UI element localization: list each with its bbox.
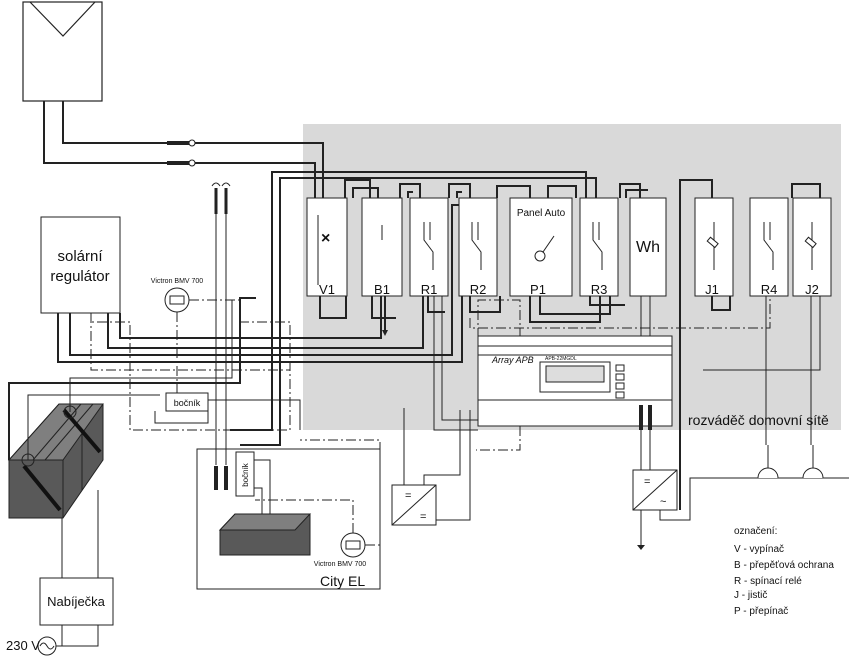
module-wh-label: Wh — [636, 239, 660, 256]
shunt-label: bočník — [174, 398, 201, 408]
module-v1-label: V1 — [319, 282, 335, 297]
inverter-fuses — [639, 405, 652, 430]
socket-outlet-2 — [802, 467, 824, 479]
mc4-connector — [167, 139, 196, 167]
legend-item-p: P - přepínač — [734, 606, 788, 617]
legend-item-v: V - vypínač — [734, 544, 784, 555]
solar-panel — [22, 1, 103, 102]
victron-meter-2 — [340, 532, 366, 558]
city-el-fuses — [214, 466, 228, 490]
panel-auto-label: Panel Auto — [517, 208, 566, 219]
module-wh — [629, 197, 667, 297]
module-p1 — [509, 197, 573, 297]
charger-label: Nabíječka — [47, 594, 106, 609]
module-r3-label: R3 — [591, 282, 608, 297]
inverter-out: ~ — [660, 496, 666, 508]
legend: označení: V - vypínač B - přepěťová ochr… — [734, 526, 834, 617]
mains-label: 230 V — [6, 638, 40, 653]
plc-model: APB-22MGDL — [545, 356, 577, 362]
module-j1-label: J1 — [705, 282, 719, 297]
module-v1-symbol: × — [321, 230, 330, 247]
charger — [39, 577, 114, 626]
module-r2-label: R2 — [470, 282, 487, 297]
cable-connectors — [211, 182, 231, 214]
dc-dc-out: = — [420, 511, 426, 523]
solar-regulator — [40, 216, 121, 314]
module-r2 — [458, 197, 498, 297]
city-el-battery — [218, 513, 312, 556]
solar-regulator-label-2: regulátor — [50, 268, 109, 285]
board-label: rozváděč domovní sítě — [688, 412, 829, 428]
legend-item-j: J - jistič — [734, 590, 767, 601]
shunt-2-label: bočník — [241, 462, 250, 487]
module-b1-label: B1 — [374, 282, 390, 297]
legend-item-b: B - přepěťová ochrana — [734, 560, 834, 571]
module-row: × V1 B1 R1 R2 Panel Auto P1 R3 Wh J1 R4 — [306, 197, 832, 297]
module-r3 — [579, 197, 619, 297]
module-b1 — [361, 197, 403, 297]
module-p1-label: P1 — [530, 282, 546, 297]
shunt — [165, 392, 209, 412]
module-j2-label: J2 — [805, 282, 819, 297]
victron-meter-1-label: Victron BMV 700 — [151, 278, 204, 285]
module-r4-label: R4 — [761, 282, 778, 297]
module-v1 — [306, 197, 348, 297]
dc-dc-in: = — [405, 490, 411, 502]
legend-item-r: R - spínací relé — [734, 576, 802, 587]
victron-meter-1 — [164, 287, 190, 313]
legend-title: označení: — [734, 526, 777, 537]
battery-bank — [7, 403, 104, 519]
inverter-in: = — [644, 476, 650, 488]
plc-brand: Array APB — [491, 355, 534, 365]
city-el-label: City EL — [320, 573, 365, 589]
module-r1-label: R1 — [421, 282, 438, 297]
victron-meter-2-label: Victron BMV 700 — [314, 561, 367, 568]
shunt-2 — [235, 451, 255, 497]
solar-regulator-label-1: solární — [57, 248, 103, 265]
socket-outlet-1 — [757, 467, 779, 479]
